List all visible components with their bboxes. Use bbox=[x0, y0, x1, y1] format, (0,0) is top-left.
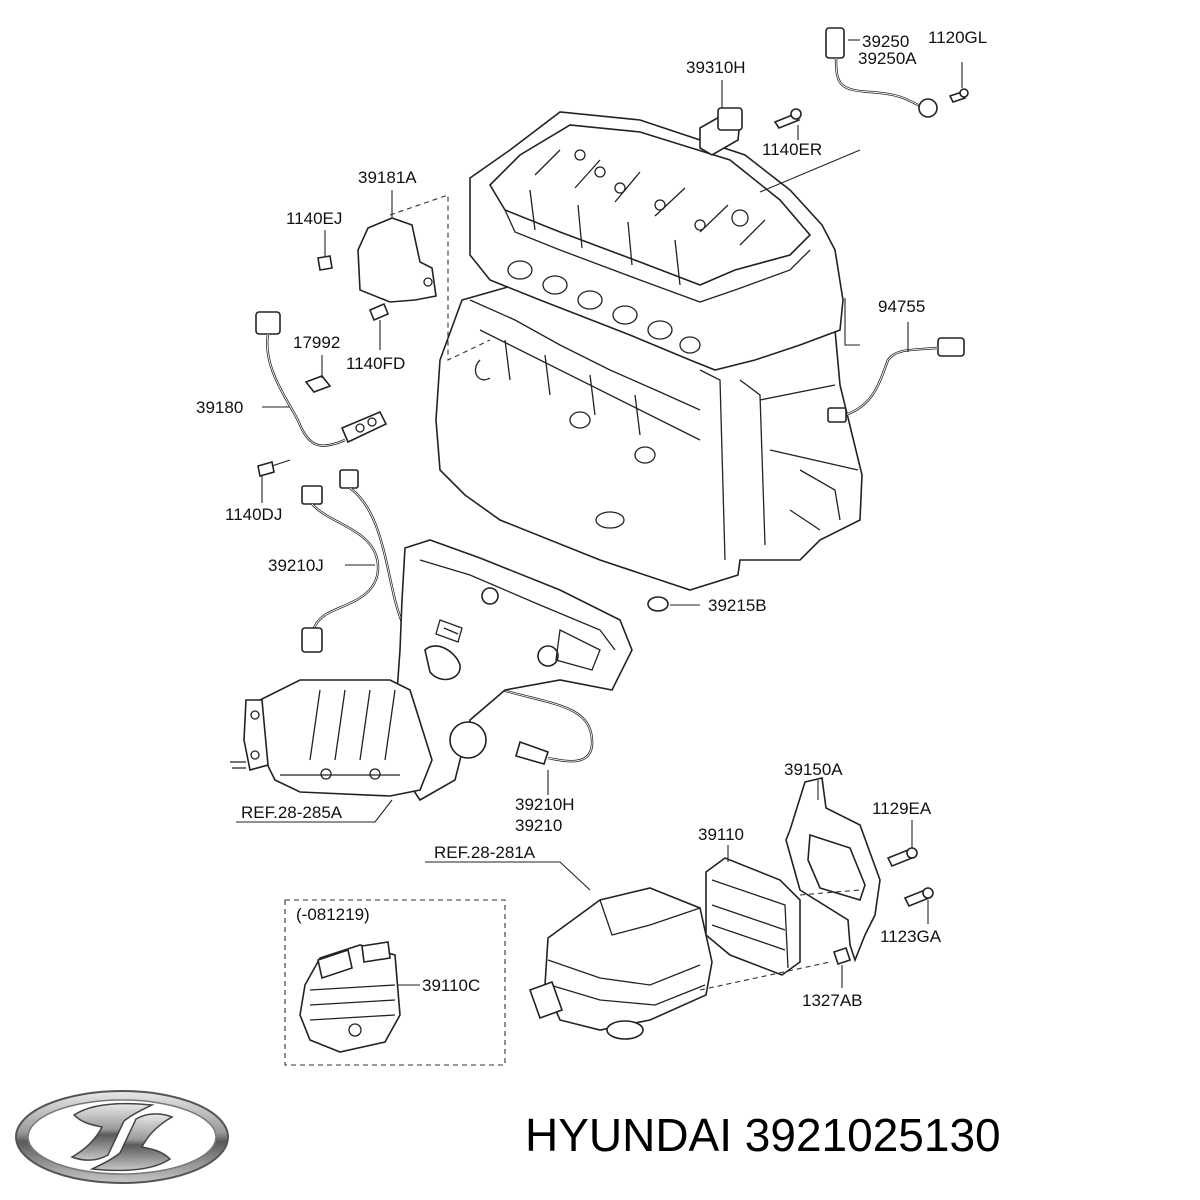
part-labels: 39250 1120GL 39250A 39310H 1140ER 39181A… bbox=[196, 28, 987, 1010]
air-cleaner bbox=[425, 861, 861, 1040]
label-39210: 39210 bbox=[515, 816, 562, 835]
oxygen-sensor-upstream bbox=[301, 485, 380, 653]
label-ref-28-285a: REF.28-285A bbox=[241, 803, 343, 822]
label-39181a: 39181A bbox=[358, 168, 417, 187]
label-39215b: 39215B bbox=[708, 596, 767, 615]
wiring-harness-connector bbox=[827, 322, 965, 423]
label-17992: 17992 bbox=[293, 333, 340, 352]
bolt-1129ea bbox=[886, 820, 918, 868]
label-1129ea: 1129EA bbox=[872, 799, 932, 818]
label-39110c: 39110C bbox=[422, 976, 480, 995]
hyundai-logo-icon bbox=[15, 1090, 229, 1184]
label-39210j: 39210J bbox=[268, 556, 324, 575]
ecu-module bbox=[705, 845, 801, 976]
block-plug bbox=[647, 596, 700, 612]
crank-position-sensor bbox=[255, 311, 388, 503]
knock-sensor bbox=[825, 27, 969, 118]
cam-position-sensor bbox=[699, 80, 802, 156]
label-39250: 39250 bbox=[862, 32, 909, 51]
label-39250a: 39250A bbox=[858, 49, 917, 68]
label-ref-28-281a: REF.28-281A bbox=[434, 843, 536, 862]
label-1140dj: 1140DJ bbox=[225, 505, 282, 524]
label-39180: 39180 bbox=[196, 398, 243, 417]
label-1140fd: 1140FD bbox=[346, 354, 405, 373]
sensor-bracket bbox=[317, 190, 491, 361]
label-081219: (-081219) bbox=[296, 905, 370, 924]
bolt-1123ga bbox=[903, 887, 934, 924]
ecu-bracket bbox=[785, 777, 881, 963]
label-1120gl: 1120GL bbox=[928, 28, 987, 47]
label-39210h: 39210H bbox=[515, 795, 575, 814]
label-39310h: 39310H bbox=[686, 58, 746, 77]
label-39150a: 39150A bbox=[784, 760, 843, 779]
label-1140er: 1140ER bbox=[762, 140, 822, 159]
label-94755: 94755 bbox=[878, 297, 925, 316]
nut-1327ab bbox=[832, 946, 852, 988]
label-1123ga: 1123GA bbox=[880, 927, 942, 946]
label-39110: 39110 bbox=[698, 825, 744, 844]
engine-block bbox=[435, 111, 863, 591]
ecu-variant-box bbox=[284, 899, 506, 1066]
label-1327ab: 1327AB bbox=[802, 991, 863, 1010]
label-1140ej: 1140EJ bbox=[286, 209, 342, 228]
exhaust-manifold bbox=[230, 539, 633, 823]
brand-caption: HYUNDAI 3921025130 bbox=[525, 1109, 1001, 1161]
